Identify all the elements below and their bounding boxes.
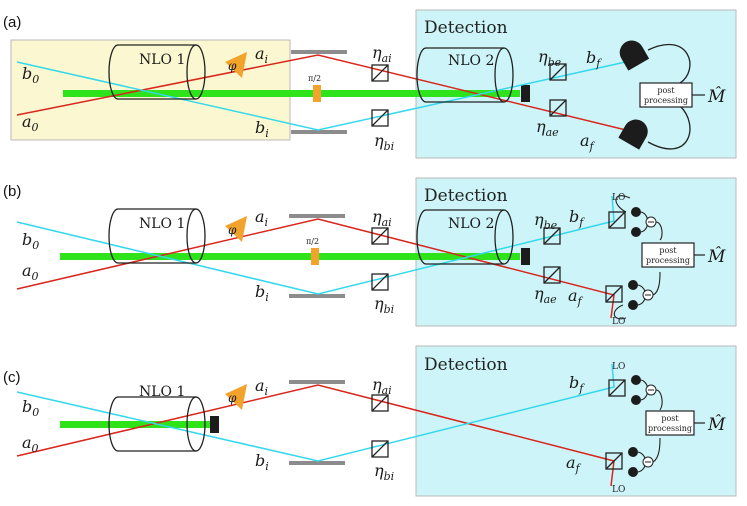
homodyne-top-b	[615, 195, 663, 241]
label-bf-a: bf	[586, 48, 602, 70]
mirror-top-b	[289, 214, 345, 218]
label-b0-b: b0	[22, 230, 39, 252]
cable-bottom-a	[647, 105, 691, 150]
label-ai-b: ai	[255, 207, 268, 229]
phase-shifter-a	[225, 52, 247, 78]
label-af-a: af	[580, 131, 596, 153]
mirror-top-a	[291, 50, 347, 54]
label-eta-bi-c: ηbi	[374, 461, 394, 483]
label-bf-c: bf	[569, 373, 585, 395]
post-line2-a: processing	[644, 96, 688, 105]
panel-b: (b) Detection NLO 1 NLO 2 φ π/2	[3, 177, 737, 327]
cyan-beam-b	[16, 195, 615, 295]
post-line1-a: post	[657, 86, 675, 95]
panel-tag-a: (a)	[3, 14, 21, 31]
half-pi-label-a: π/2	[308, 74, 321, 83]
half-pi-label-b: π/2	[306, 237, 319, 246]
label-eta-ae-a: ηae	[536, 117, 559, 139]
red-beam-a	[16, 54, 631, 132]
lo-bottom-label-c: LO	[612, 485, 625, 495]
label-a0-b: a0	[22, 261, 39, 283]
label-ai-c: ai	[255, 376, 268, 398]
beam-dump-b	[521, 248, 530, 265]
label-bi-b: bi	[255, 282, 269, 304]
phase-symbol-a: φ	[228, 59, 237, 73]
phase-shifter-b	[225, 216, 247, 242]
label-bi-c: bi	[255, 451, 269, 473]
label-eta-be-b: ηbe	[534, 210, 558, 232]
half-pi-plate-a	[313, 85, 321, 102]
panel-c: (c) Detection NLO 1 φ LO	[3, 345, 737, 497]
label-a0-c: a0	[22, 433, 39, 455]
nlo1-label-c: NLO 1	[139, 384, 185, 400]
post-line1-b: post	[659, 246, 677, 255]
red-beam-c	[16, 384, 615, 487]
beam-dump-c	[210, 416, 219, 433]
detector-bottom-a	[618, 119, 648, 150]
nlo1-label-b: NLO 1	[139, 216, 185, 232]
half-pi-plate-b	[311, 248, 319, 265]
post-line1-c: post	[661, 414, 679, 423]
detector-top-a	[619, 40, 650, 71]
post-line2-b: processing	[646, 256, 690, 265]
mirror-top-c	[289, 380, 345, 384]
phase-symbol-b: φ	[228, 223, 237, 237]
label-eta-ai-c: ηai	[372, 375, 392, 397]
phase-shifter-c	[225, 384, 247, 410]
label-a0-a: a0	[22, 112, 39, 134]
output-a: M̂	[707, 87, 726, 107]
label-eta-ae-b: ηae	[534, 284, 557, 306]
mirror-bottom-a	[291, 130, 347, 134]
post-processing-box-a	[639, 82, 693, 108]
detection-label-c: Detection	[424, 355, 508, 375]
panel-tag-b: (b)	[3, 183, 21, 200]
pump-beam-c	[60, 421, 210, 428]
detection-label-a: Detection	[424, 18, 508, 38]
label-eta-be-a: ηbe	[538, 47, 562, 69]
label-bf-b: bf	[569, 207, 585, 229]
loss-bs-bi-b	[371, 273, 389, 291]
nlo1-label-a: NLO 1	[139, 52, 185, 68]
panel-a: (a) Detection NLO 1 NLO 2 φ π/2	[3, 9, 737, 159]
phase-symbol-c: φ	[228, 391, 237, 405]
label-eta-bi-a: ηbi	[374, 131, 394, 153]
label-af-c: af	[566, 453, 582, 475]
loss-bs-bi-c	[371, 440, 389, 458]
lo-bottom-label-b: LO	[612, 317, 625, 327]
pump-beam-a	[63, 90, 520, 97]
panel-tag-c: (c)	[3, 369, 21, 386]
homodyne-bottom-b	[613, 271, 661, 320]
label-bi-a: bi	[255, 118, 269, 140]
pump-beam-b	[60, 253, 520, 260]
label-b0-c: b0	[22, 397, 39, 419]
label-b0-a: b0	[22, 64, 39, 86]
label-eta-ai-b: ηai	[372, 207, 392, 229]
nlo2-label-a: NLO 2	[448, 53, 494, 69]
cyan-beam-a	[16, 60, 631, 131]
loss-bs-ai-a	[371, 64, 389, 82]
cable-top-a	[647, 43, 691, 84]
homodyne-top-c	[631, 375, 663, 411]
lo-top-label-c: LO	[612, 362, 625, 372]
detection-label-b: Detection	[424, 186, 508, 206]
mirror-bottom-b	[289, 294, 345, 298]
cyan-beam-c	[16, 363, 615, 462]
nlo2-label-b: NLO 2	[448, 216, 494, 232]
label-af-b: af	[568, 286, 584, 308]
label-eta-ai-a: ηai	[372, 43, 392, 65]
beam-dump-a	[521, 85, 530, 102]
output-b: M̂	[707, 247, 726, 267]
lo-top-label-b: LO	[612, 193, 625, 203]
label-ai-a: ai	[255, 44, 268, 66]
post-line2-c: processing	[648, 424, 692, 433]
output-c: M̂	[707, 415, 726, 435]
label-eta-bi-b: ηbi	[374, 294, 394, 316]
mirror-bottom-c	[289, 461, 345, 465]
homodyne-bottom-c	[628, 437, 661, 477]
